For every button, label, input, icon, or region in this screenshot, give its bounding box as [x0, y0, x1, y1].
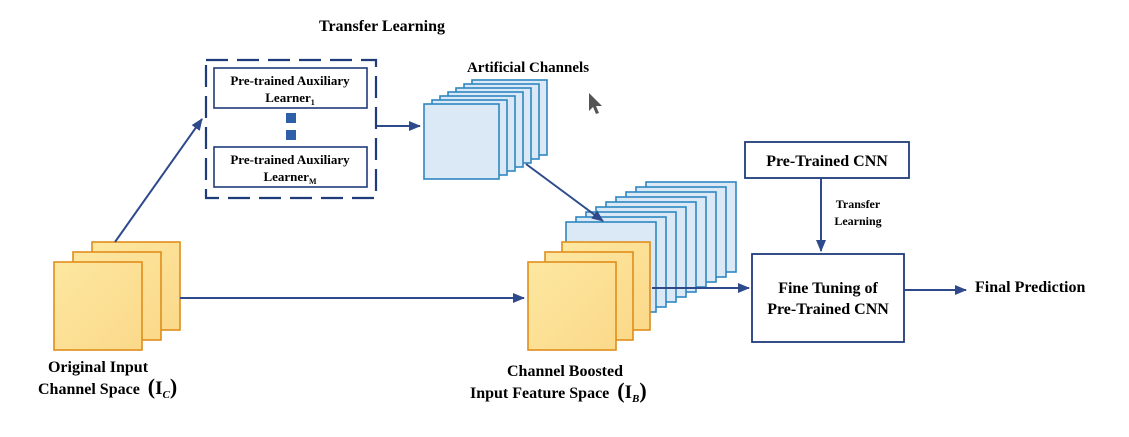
fine-tuning-box: Fine Tuning of Pre-Trained CNN	[751, 253, 905, 343]
mouse-cursor-icon	[589, 93, 602, 114]
aux-learner-m-line2: LearnerM	[263, 169, 316, 186]
boosted-label-line2: Input Feature Space (IB)	[470, 378, 647, 405]
original-input-label-line2: Channel Space (IC)	[38, 374, 177, 401]
arrow-input-to-aux	[114, 118, 203, 243]
aux-learner-m-box: Pre-trained Auxiliary LearnerM	[213, 146, 368, 188]
pretrained-cnn-label: Pre-Trained CNN	[766, 153, 888, 170]
arrow-artificial-to-boosted	[525, 163, 604, 222]
aux-learner-1-box: Pre-trained Auxiliary Learner1	[213, 67, 368, 109]
final-prediction-label: Final Prediction	[975, 279, 1085, 296]
arrows	[114, 118, 967, 303]
aux-learner-m-line1: Pre-trained Auxiliary	[230, 152, 350, 167]
aux-learner-1-line1: Pre-trained Auxiliary	[230, 73, 350, 88]
boosted-label-line1: Channel Boosted	[507, 363, 623, 380]
transfer-learning-small-line2: Learning	[834, 214, 881, 228]
fine-tuning-line2: Pre-Trained CNN	[767, 301, 889, 318]
transfer-learning-small-line1: Transfer	[836, 197, 881, 211]
original-input-label-line1: Original Input	[48, 359, 149, 376]
original-input-stack	[53, 241, 181, 351]
boosted-original-layers	[527, 241, 651, 351]
ellipsis-dot-1	[286, 113, 296, 123]
pretrained-cnn-box: Pre-Trained CNN	[744, 141, 910, 179]
artificial-channels-stack	[423, 79, 548, 180]
artificial-channels-title: Artificial Channels	[467, 60, 589, 76]
auxiliary-learners-container	[204, 58, 378, 200]
aux-learner-1-line2: Learner1	[265, 90, 314, 107]
transfer-learning-title: Transfer Learning	[319, 18, 445, 35]
fine-tuning-line1: Fine Tuning of	[778, 280, 878, 297]
ellipsis-dot-2	[286, 130, 296, 140]
